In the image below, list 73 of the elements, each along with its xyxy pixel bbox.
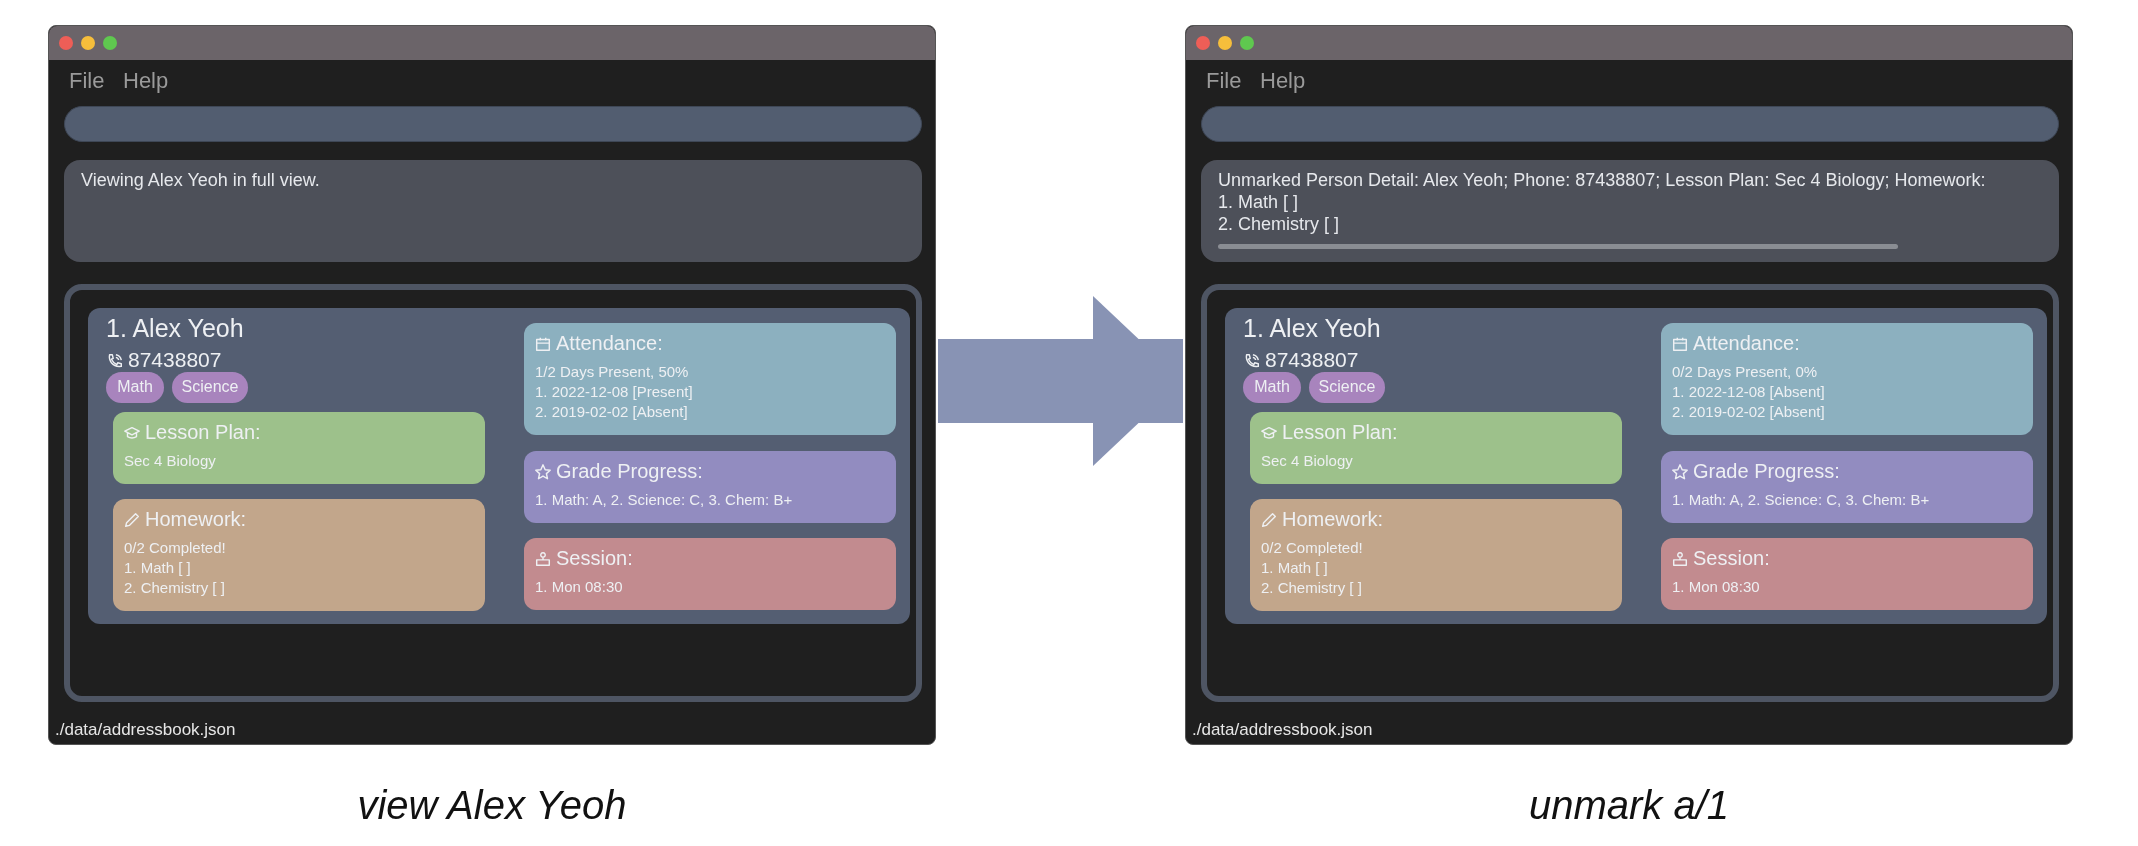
person-name-text: 1. Alex Yeoh [1243, 314, 1381, 343]
result-message-text: 1. Math [ ] [1218, 192, 1299, 213]
panel-heading: Attendance: [556, 332, 663, 355]
panel-detail-text: 1. 2022-12-08 [Present] [535, 383, 693, 400]
subject-tag [172, 372, 248, 403]
panel-detail-text: 1/2 Days Present, 50% [535, 363, 689, 380]
result-display-box [64, 160, 922, 262]
subject-tag-text: Science [1317, 378, 1377, 396]
grade-progress-panel [524, 451, 896, 523]
menu-item: File [1206, 68, 1242, 94]
lesson-plan-panel [1250, 412, 1622, 484]
homework-panel [1250, 499, 1622, 611]
phone-number-text: 87438807 [128, 348, 222, 372]
panel-heading: Session: [1693, 547, 1770, 570]
menu-item: Help [123, 68, 169, 94]
person-card [88, 308, 910, 624]
subject-tag-text: Science [180, 378, 240, 396]
file-path-text: ./data/addressbook.json [55, 720, 236, 740]
panel-detail-text: 1. Math [ ] [1261, 559, 1328, 576]
panel-heading: Attendance: [1693, 332, 1800, 355]
person-list-panel [1201, 284, 2059, 702]
panel-heading: Lesson Plan: [1282, 421, 1398, 444]
result-message-text: Unmarked Person Detail: Alex Yeoh; Phone: 87438807; Lesson Plan: Sec 4 Biology; Homework: [1218, 170, 1986, 191]
subject-tag [1309, 372, 1385, 403]
result-message-text: Viewing Alex Yeoh in full view. [81, 170, 320, 191]
panel-detail-text: 2. Chemistry [ ] [1261, 579, 1362, 596]
panel-detail-text: 1. Mon 08:30 [535, 578, 623, 595]
grade-progress-panel [1661, 451, 2033, 523]
subject-tag-text: Math [1253, 378, 1291, 396]
panel-detail-text: 1. Math: A, 2. Science: C, 3. Chem: B+ [1672, 491, 1930, 508]
panel-detail-text: 2. Chemistry [ ] [124, 579, 225, 596]
result-display-box [1201, 160, 2059, 262]
lesson-plan-panel [113, 412, 485, 484]
phone-number-text: 87438807 [1265, 348, 1359, 372]
panel-detail-text: 1. Math: A, 2. Science: C, 3. Chem: B+ [535, 491, 793, 508]
app-window [1185, 25, 2073, 745]
subject-tag [106, 372, 164, 403]
panel-detail-text: Sec 4 Biology [1261, 452, 1353, 469]
session-panel [1661, 538, 2033, 610]
attendance-panel [1661, 323, 2033, 435]
screenshot-caption: view Alex Yeoh [356, 783, 628, 828]
session-panel [524, 538, 896, 610]
panel-detail-text: 0/2 Completed! [1261, 539, 1363, 556]
homework-panel [113, 499, 485, 611]
subject-tag-text: Math [116, 378, 154, 396]
person-card [1225, 308, 2047, 624]
panel-heading: Grade Progress: [556, 460, 703, 483]
panel-detail-text: 1. 2022-12-08 [Absent] [1672, 383, 1825, 400]
panel-detail-text: Sec 4 Biology [124, 452, 216, 469]
panel-heading: Lesson Plan: [145, 421, 261, 444]
result-message-text: 2. Chemistry [ ] [1218, 214, 1340, 235]
person-list-panel [64, 284, 922, 702]
panel-heading: Grade Progress: [1693, 460, 1840, 483]
panel-detail-text: 1. Mon 08:30 [1672, 578, 1760, 595]
panel-detail-text: 2. 2019-02-02 [Absent] [535, 403, 688, 420]
command-input-field [64, 106, 922, 142]
app-window [48, 25, 936, 745]
subject-tag [1243, 372, 1301, 403]
menu-item: Help [1260, 68, 1306, 94]
panel-detail-text: 1. Math [ ] [124, 559, 191, 576]
panel-heading: Homework: [1282, 508, 1384, 531]
panel-detail-text: 2. 2019-02-02 [Absent] [1672, 403, 1825, 420]
menu-item: File [69, 68, 105, 94]
panel-detail-text: 0/2 Days Present, 0% [1672, 363, 1818, 380]
panel-heading: Session: [556, 547, 633, 570]
block-arrow [938, 296, 1183, 466]
command-input-field [1201, 106, 2059, 142]
screenshot-caption: unmark a/1 [1527, 783, 1731, 828]
person-name-text: 1. Alex Yeoh [106, 314, 244, 343]
attendance-panel [524, 323, 896, 435]
panel-heading: Homework: [145, 508, 247, 531]
panel-detail-text: 0/2 Completed! [124, 539, 226, 556]
file-path-text: ./data/addressbook.json [1192, 720, 1373, 740]
